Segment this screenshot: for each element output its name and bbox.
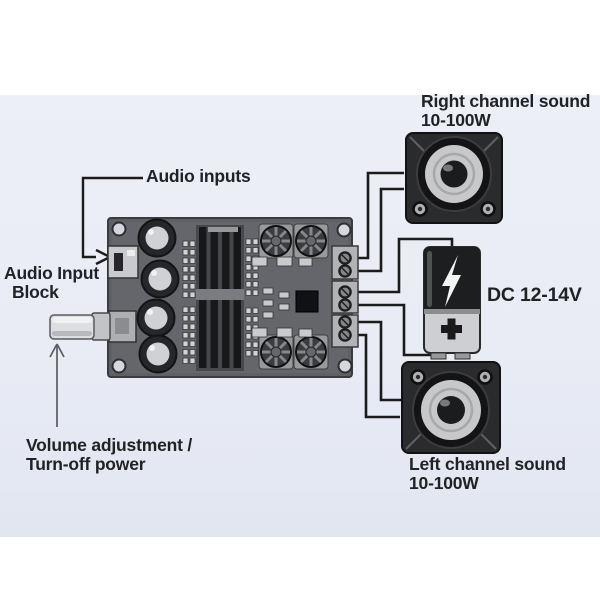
right-channel-label: Right channel sound 10-100W — [421, 92, 590, 130]
pads-left-top — [182, 240, 196, 298]
wire-right-speaker-1 — [352, 171, 404, 260]
audio-input-block-label-line2: Block — [12, 282, 59, 302]
volume-label: Volume adjustment / Turn-off power — [26, 436, 192, 474]
capacitors — [136, 218, 180, 374]
terminal-screws — [338, 251, 352, 342]
wire-left-speaker-1 — [352, 320, 402, 402]
amplifier-board-icon — [49, 217, 359, 378]
wiring-lines — [352, 171, 454, 419]
wire-battery-bottom — [352, 303, 444, 357]
volume-label-line2: Turn-off power — [26, 454, 146, 474]
mounting-holes — [111, 221, 353, 374]
audio-input-connector — [107, 245, 139, 279]
inductor-icon — [258, 223, 294, 259]
left-channel-label-line2: 10-100W — [409, 473, 479, 493]
inductor-icon — [293, 334, 329, 370]
left-speaker-icon — [401, 361, 501, 454]
lightning-bolt-icon — [442, 255, 461, 307]
smd-components — [251, 256, 319, 338]
inductor-icon — [258, 334, 294, 370]
right-channel-label-line2: 10-100W — [421, 110, 491, 130]
wire-right-speaker-2 — [352, 187, 404, 273]
smd-pad-columns — [182, 238, 259, 364]
heatsink — [196, 225, 244, 371]
left-channel-label: Left channel sound 10-100W — [409, 455, 566, 493]
audio-input-block-label: Audio Input Block — [4, 264, 99, 302]
volume-label-line1: Volume adjustment / — [26, 435, 193, 455]
speaker-screws — [410, 369, 493, 385]
battery-icon — [423, 246, 481, 360]
pads-left-bottom — [182, 306, 196, 364]
wire-left-speaker-2 — [352, 333, 400, 419]
audio-inputs-label: Audio inputs — [146, 166, 251, 186]
volume-arrow — [49, 343, 65, 427]
inductor-icon — [293, 223, 329, 259]
power-supply-label: DC 12-14V — [487, 284, 582, 306]
audio-input-block-label-line1: Audio Input — [4, 263, 99, 283]
plus-terminal-icon — [441, 318, 462, 340]
right-channel-label-line1: Right channel sound — [421, 91, 591, 111]
right-speaker-icon — [405, 132, 503, 224]
speaker-screws — [412, 201, 496, 217]
terminal-blocks — [331, 245, 359, 348]
left-channel-label-line1: Left channel sound — [409, 454, 566, 474]
potentiometer-knob-icon — [49, 310, 137, 343]
wire-battery-top — [352, 237, 454, 294]
arrowhead-up-icon — [49, 343, 65, 358]
inductors — [258, 223, 329, 370]
